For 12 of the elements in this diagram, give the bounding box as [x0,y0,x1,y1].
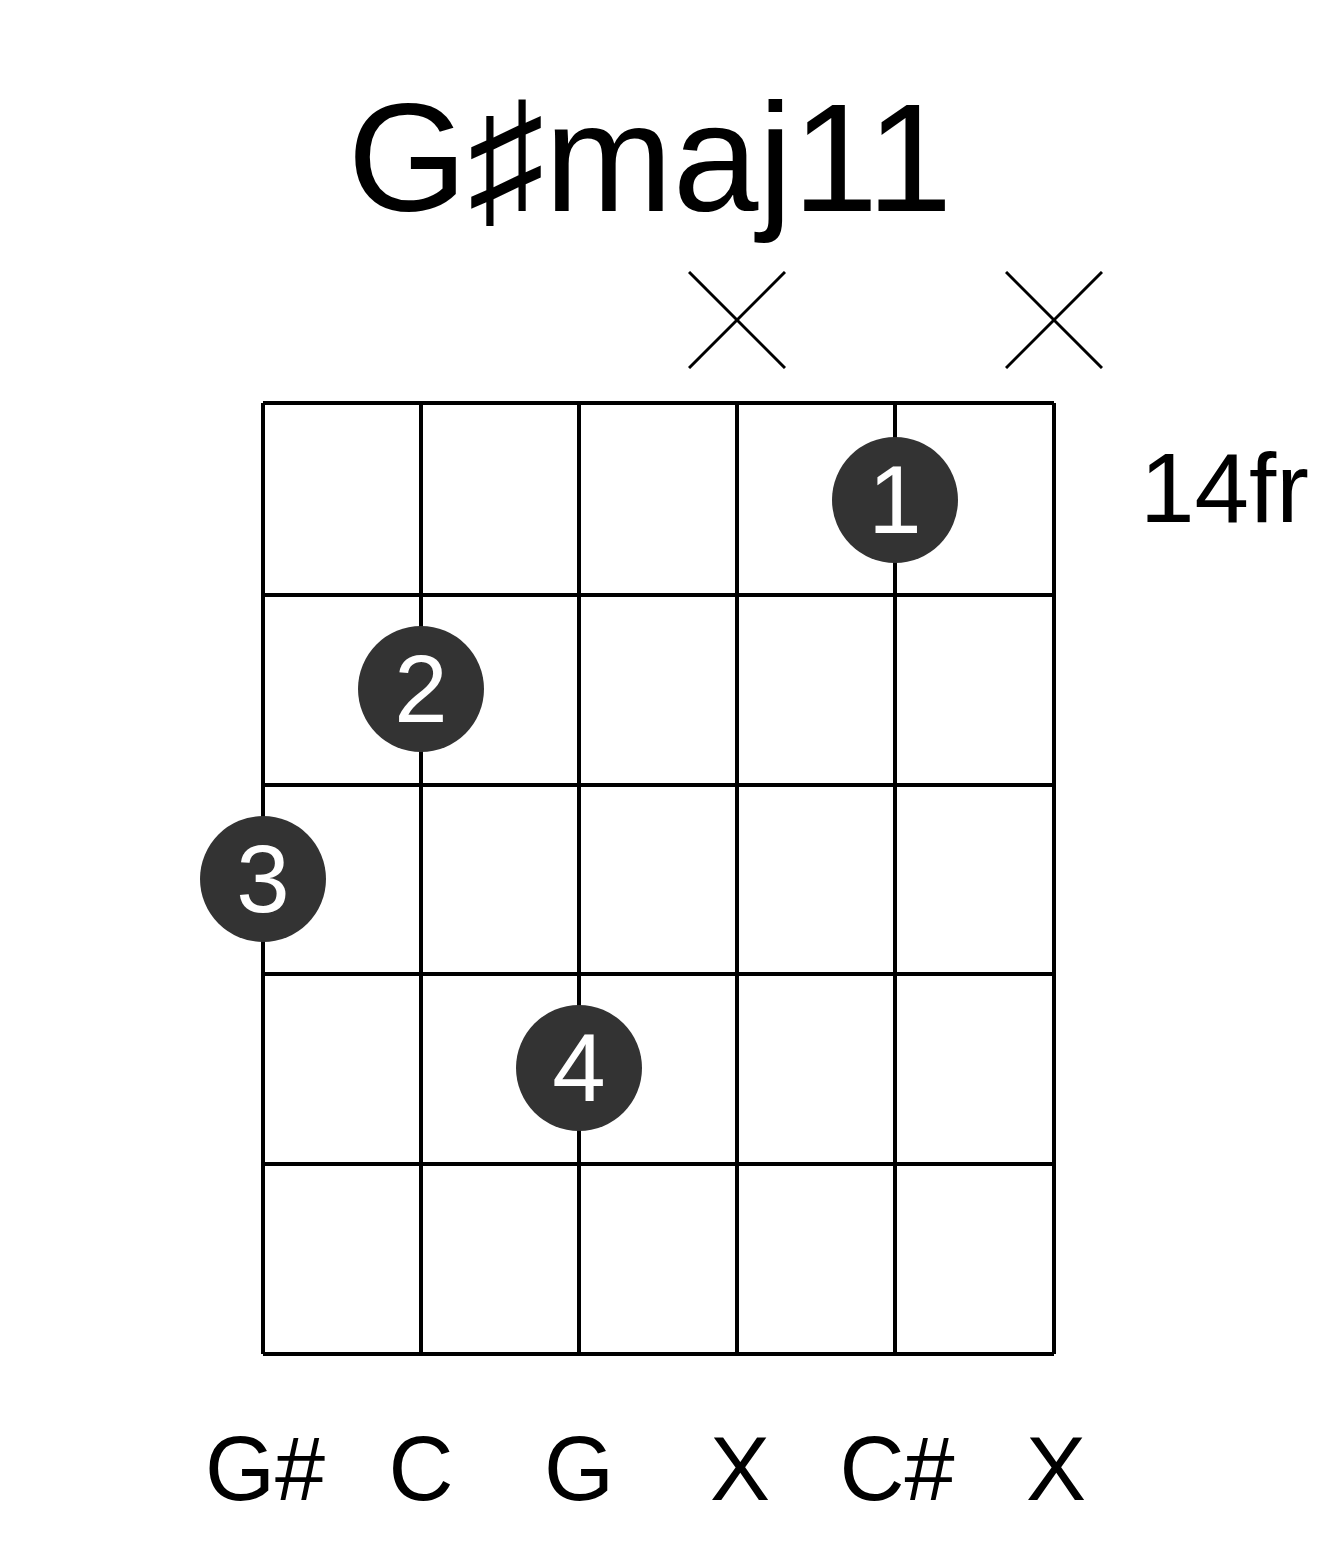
string-note-label: C [388,1424,454,1514]
string-note-label: X [1026,1424,1086,1514]
string-note-label: X [710,1424,770,1514]
chord-title: G♯maj11 [347,71,953,246]
string-note-label: G# [204,1424,326,1514]
string-note-label: G [544,1424,614,1514]
fret-number-label: 14fr [1140,439,1309,537]
string-note-label: C# [839,1424,955,1514]
finger-number: 4 [552,1020,606,1116]
finger-number: 1 [868,452,922,548]
finger-number: 2 [394,641,448,737]
finger-number: 3 [236,831,290,927]
